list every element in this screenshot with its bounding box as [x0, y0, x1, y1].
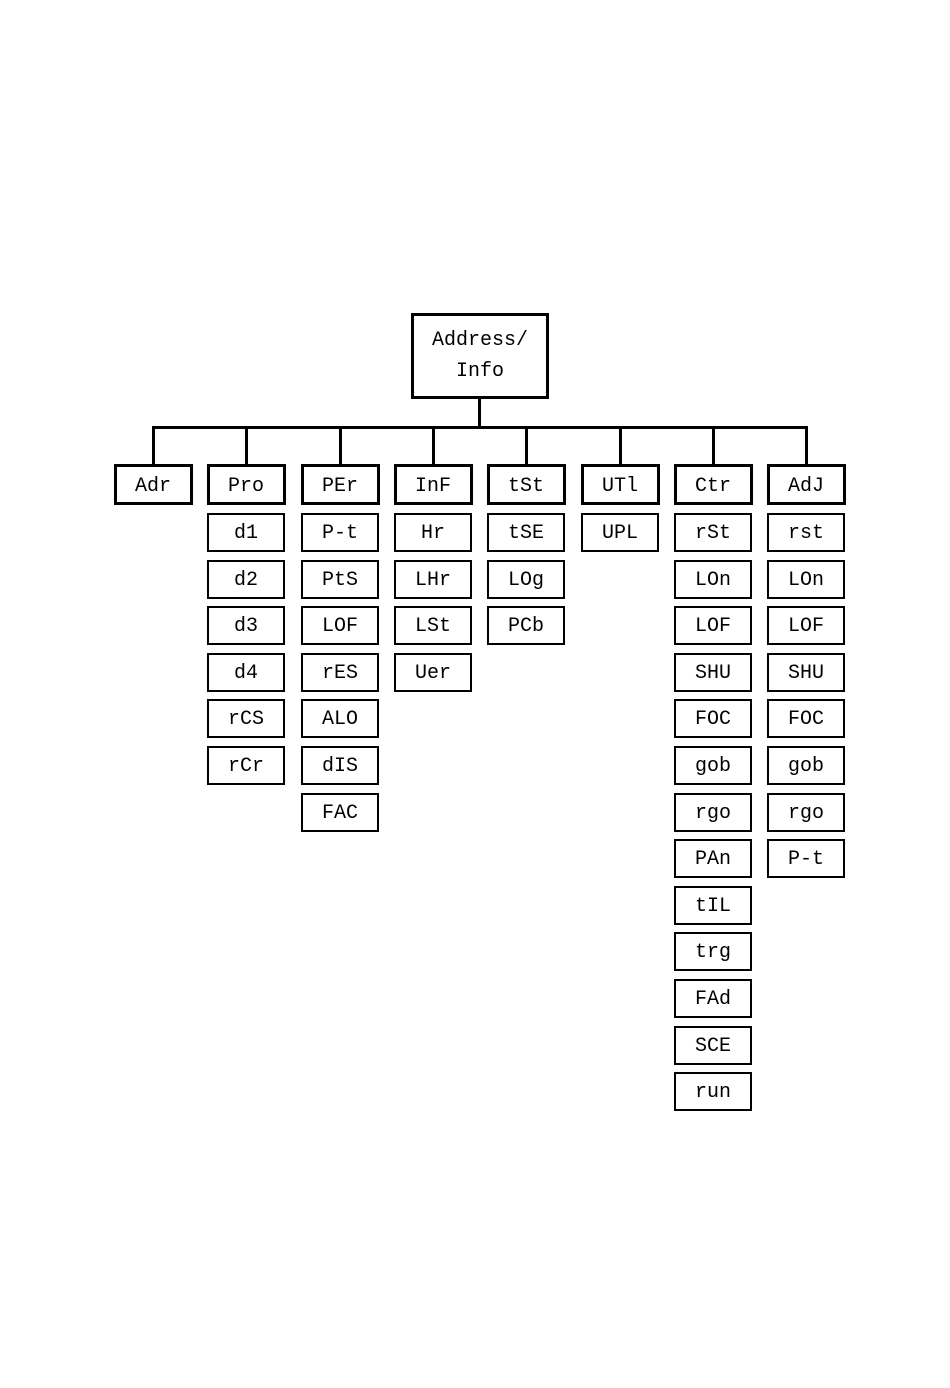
menu-item-node: gob — [674, 746, 752, 785]
menu-item-node: Hr — [394, 513, 472, 552]
branch-drop-line-per — [339, 427, 342, 464]
menu-item-node: rSt — [674, 513, 752, 552]
menu-item-node: PAn — [674, 839, 752, 878]
branch-drop-line-pro — [245, 427, 248, 464]
category-node-ctr: Ctr — [674, 464, 753, 505]
menu-item-node: tSE — [487, 513, 565, 552]
menu-item-node: rgo — [767, 793, 845, 832]
branch-drop-line-adr — [152, 427, 155, 464]
category-node-adj: AdJ — [767, 464, 846, 505]
root-node: Address/ Info — [411, 313, 549, 399]
branch-bar-line — [152, 426, 808, 429]
menu-item-node: P-t — [301, 513, 379, 552]
category-node-inf: InF — [394, 464, 473, 505]
menu-item-node: LSt — [394, 606, 472, 645]
menu-item-node: UPL — [581, 513, 659, 552]
menu-item-node: FAd — [674, 979, 752, 1018]
menu-item-node: rCS — [207, 699, 285, 738]
menu-item-node: LOF — [674, 606, 752, 645]
menu-item-node: rES — [301, 653, 379, 692]
menu-item-node: d1 — [207, 513, 285, 552]
menu-item-node: LOn — [767, 560, 845, 599]
menu-item-node: rgo — [674, 793, 752, 832]
root-stem-line — [478, 399, 481, 428]
category-node-per: PEr — [301, 464, 380, 505]
branch-drop-line-tst — [525, 427, 528, 464]
branch-drop-line-utl — [619, 427, 622, 464]
branch-drop-line-adj — [805, 427, 808, 464]
menu-item-node: dIS — [301, 746, 379, 785]
menu-item-node: LHr — [394, 560, 472, 599]
menu-item-node: SHU — [674, 653, 752, 692]
menu-item-node: trg — [674, 932, 752, 971]
menu-item-node: SCE — [674, 1026, 752, 1065]
root-label-line2: Info — [456, 356, 504, 387]
menu-item-node: FOC — [767, 699, 845, 738]
menu-item-node: LOF — [301, 606, 379, 645]
branch-drop-line-ctr — [712, 427, 715, 464]
menu-item-node: FAC — [301, 793, 379, 832]
menu-item-node: rst — [767, 513, 845, 552]
menu-item-node: d2 — [207, 560, 285, 599]
menu-item-node: rCr — [207, 746, 285, 785]
category-node-adr: Adr — [114, 464, 193, 505]
menu-item-node: SHU — [767, 653, 845, 692]
menu-item-node: PCb — [487, 606, 565, 645]
menu-item-node: run — [674, 1072, 752, 1111]
menu-item-node: ALO — [301, 699, 379, 738]
menu-item-node: d4 — [207, 653, 285, 692]
menu-item-node: LOn — [674, 560, 752, 599]
menu-item-node: d3 — [207, 606, 285, 645]
menu-item-node: LOF — [767, 606, 845, 645]
branch-drop-line-inf — [432, 427, 435, 464]
menu-item-node: Uer — [394, 653, 472, 692]
root-label-line1: Address/ — [432, 325, 528, 356]
category-node-utl: UTl — [581, 464, 660, 505]
category-node-tst: tSt — [487, 464, 566, 505]
menu-item-node: PtS — [301, 560, 379, 599]
menu-item-node: FOC — [674, 699, 752, 738]
category-node-pro: Pro — [207, 464, 286, 505]
menu-item-node: LOg — [487, 560, 565, 599]
menu-item-node: gob — [767, 746, 845, 785]
menu-item-node: tIL — [674, 886, 752, 925]
menu-item-node: P-t — [767, 839, 845, 878]
